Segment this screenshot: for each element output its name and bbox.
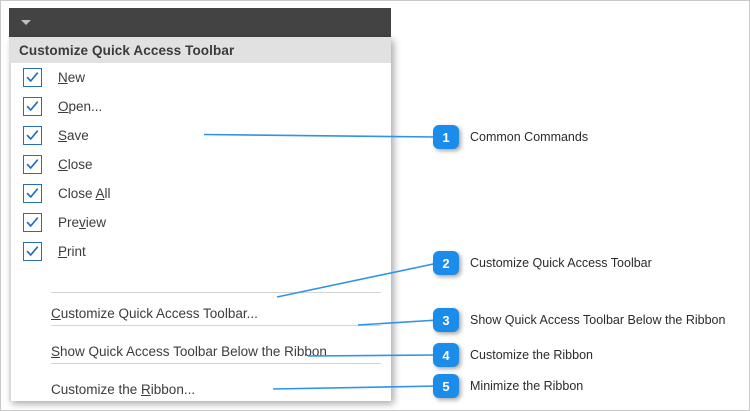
callout-2: 2 Customize Quick Access Toolbar [433,251,652,275]
checkbox-checked-icon[interactable] [23,155,42,174]
callout-badge: 3 [433,308,459,332]
menu-item-command[interactable]: Customize the Ribbon... [9,376,391,403]
application-titlebar [9,8,391,37]
panel-left-rail [9,63,11,401]
callout-1: 1 Common Commands [433,125,588,149]
checkbox-checked-icon[interactable] [23,184,42,203]
callout-label: Minimize the Ribbon [470,379,584,393]
callout-badge: 4 [433,343,459,367]
callout-badge: 1 [433,125,459,149]
checkbox-checked-icon[interactable] [23,213,42,232]
menu-item-label: Customize the Ribbon... [51,382,196,397]
callout-label: Customize Quick Access Toolbar [470,256,652,270]
chevron-down-icon[interactable] [21,20,31,25]
callout-label: Common Commands [470,130,589,144]
menu-item-command[interactable]: Show Quick Access Toolbar Below the Ribb… [9,338,391,365]
dropdown-header: Customize Quick Access Toolbar [9,37,391,63]
callout-5: 5 Minimize the Ribbon [433,374,583,398]
checkbox-checked-icon[interactable] [23,126,42,145]
dropdown-header-label: Customize Quick Access Toolbar [19,42,235,58]
menu-item-label: Save [58,128,89,143]
menu-item-label: Show Quick Access Toolbar Below the Ribb… [51,344,327,359]
menu-item-label: Preview [58,215,107,230]
menu-separator [51,363,381,364]
menu-item-checkable[interactable]: New [9,63,391,92]
menu-item-checkable[interactable]: Save [9,121,391,150]
menu-item-label: Customize Quick Access Toolbar... [51,306,258,321]
callout-3: 3 Show Quick Access Toolbar Below the Ri… [433,308,725,332]
menu-item-label: Close All [58,186,111,201]
menu-item-label: Print [58,244,86,259]
callout-label: Customize the Ribbon [470,348,593,362]
menu-item-command[interactable]: Customize Quick Access Toolbar... [9,300,391,327]
checkbox-checked-icon[interactable] [23,97,42,116]
checkbox-checked-icon[interactable] [23,68,42,87]
callout-4: 4 Customize the Ribbon [433,343,593,367]
menu-item-checkable[interactable]: Preview [9,208,391,237]
menu-separator [51,325,381,326]
callout-badge: 2 [433,251,459,275]
menu-item-label: Open... [58,99,103,114]
menu-item-checkable[interactable]: Print [9,237,391,266]
menu-item-checkable[interactable]: Open... [9,92,391,121]
callout-badge: 5 [433,374,459,398]
menu-item-checkable[interactable]: Close [9,150,391,179]
menu-separator [51,292,381,293]
menu-item-label: Close [58,157,93,172]
menu-item-command[interactable]: Minimize the Ribbon [9,407,391,410]
menu-item-label: New [58,70,86,85]
checkbox-checked-icon[interactable] [23,242,42,261]
callout-label: Show Quick Access Toolbar Below the Ribb… [470,313,726,327]
menu-item-checkable[interactable]: Close All [9,179,391,208]
